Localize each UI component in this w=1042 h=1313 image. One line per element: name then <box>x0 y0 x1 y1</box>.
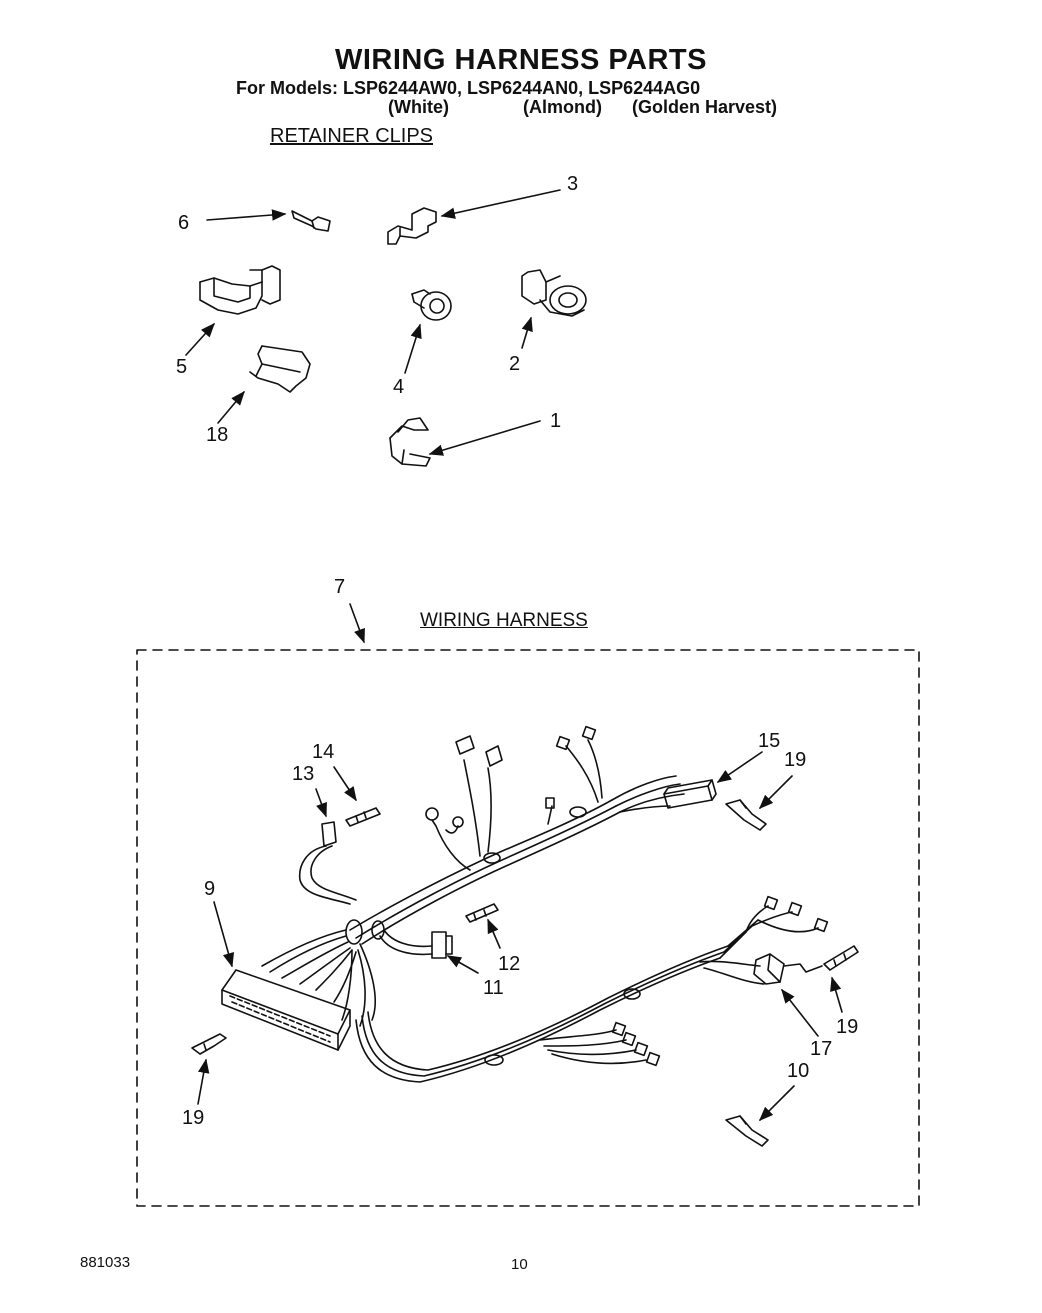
variant-golden-harvest: (Golden Harvest) <box>632 97 778 117</box>
retainer-clip-2-icon <box>521 269 587 317</box>
leader-1 <box>428 420 541 456</box>
callout-1: 1 <box>550 410 562 432</box>
retainer-clip-4-icon <box>411 289 452 321</box>
retainer-clip-1-icon <box>389 417 431 467</box>
leader-19-left <box>197 1058 210 1105</box>
leader-19-top-right <box>758 775 793 810</box>
callout-19-left: 19 <box>182 1107 205 1129</box>
retainer-clip-5-icon <box>199 265 281 315</box>
callout-10: 10 <box>787 1060 810 1082</box>
leader-2 <box>521 316 533 349</box>
callout-13: 13 <box>292 763 315 785</box>
harness-boundary-box <box>136 649 920 1207</box>
connector-9-icon <box>221 969 351 1051</box>
leader-11 <box>446 955 479 974</box>
page-number: 10 <box>511 1256 528 1273</box>
terminal-12-icon <box>465 903 499 923</box>
callout-17: 17 <box>810 1038 833 1060</box>
terminal-19-left-icon <box>191 1033 227 1055</box>
connector-11-icon <box>379 929 453 959</box>
page-title: WIRING HARNESS PARTS <box>335 44 707 76</box>
leader-15 <box>716 751 763 783</box>
terminal-13-icon <box>298 821 357 905</box>
terminal-14-icon <box>345 807 381 827</box>
callout-9: 9 <box>204 878 216 900</box>
callout-3: 3 <box>567 173 579 195</box>
retainer-clip-6-icon <box>291 210 331 232</box>
connector-15-icon <box>663 779 717 809</box>
terminal-10-icon <box>725 1115 769 1147</box>
models-line: For Models: LSP6244AW0, LSP6244AN0, LSP6… <box>236 78 701 98</box>
harness-upper-trunk <box>349 775 685 945</box>
leader-17 <box>781 988 819 1037</box>
leader-12 <box>487 918 501 949</box>
callout-14: 14 <box>312 741 335 763</box>
callout-12: 12 <box>498 953 521 975</box>
callout-6: 6 <box>178 212 190 234</box>
leader-14 <box>333 766 357 802</box>
callout-11: 11 <box>483 977 504 999</box>
variant-white: (White) <box>388 97 449 117</box>
harness-hub <box>261 919 385 1027</box>
callout-7: 7 <box>334 576 346 598</box>
callout-15: 15 <box>758 730 781 752</box>
leader-9 <box>213 901 235 968</box>
variant-almond: (Almond) <box>523 97 602 117</box>
callout-2: 2 <box>509 353 521 375</box>
leader-18 <box>217 390 245 424</box>
leader-13 <box>315 788 327 818</box>
leader-3 <box>440 189 561 219</box>
callout-19-top-right: 19 <box>784 749 807 771</box>
wiring-harness-heading: WIRING HARNESS <box>420 610 588 631</box>
retainer-clips-heading: RETAINER CLIPS <box>270 125 433 147</box>
leader-19-right <box>830 976 843 1013</box>
harness-upper-branches <box>425 725 603 871</box>
retainer-clip-18-icon <box>249 345 311 393</box>
terminal-19-right-icon <box>823 945 859 971</box>
document-number: 881033 <box>80 1254 131 1271</box>
leader-6 <box>206 209 287 221</box>
terminal-19-top-right-icon <box>725 799 767 831</box>
harness-lower-right-branches <box>539 895 829 1067</box>
callout-19-right: 19 <box>836 1016 859 1038</box>
connector-17-icon <box>753 953 823 985</box>
leader-10 <box>758 1085 795 1122</box>
callout-18: 18 <box>206 424 229 446</box>
harness-lower-trunk <box>355 919 765 1083</box>
callout-5: 5 <box>176 356 188 378</box>
leader-4 <box>404 323 422 374</box>
retainer-clip-3-icon <box>387 207 437 245</box>
callout-4: 4 <box>393 376 405 398</box>
leader-5 <box>185 322 215 356</box>
leader-7 <box>349 603 365 644</box>
